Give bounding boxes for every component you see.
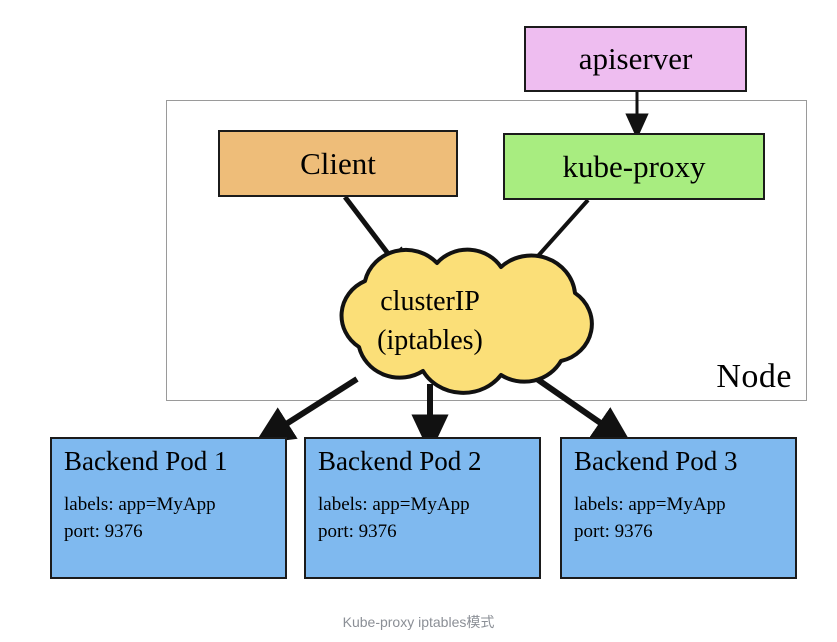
backend-pod-1-port: port: 9376 <box>64 520 143 542</box>
backend-pod-2-port: port: 9376 <box>318 520 397 542</box>
node-container-label: Node <box>716 358 792 395</box>
clusterip-cloud-icon <box>339 247 594 395</box>
kube-proxy-box[interactable]: kube-proxy <box>503 133 765 200</box>
backend-pod-2-title: Backend Pod 2 <box>318 446 482 476</box>
client-box[interactable]: Client <box>218 130 458 197</box>
apiserver-label: apiserver <box>578 41 693 76</box>
backend-pod-2[interactable]: Backend Pod 2 labels: app=MyApp port: 93… <box>304 437 541 579</box>
backend-pod-3-labels: labels: app=MyApp <box>574 493 726 515</box>
backend-pod-1-labels: labels: app=MyApp <box>64 493 216 515</box>
backend-pod-3-port: port: 9376 <box>574 520 653 542</box>
backend-pod-1[interactable]: Backend Pod 1 labels: app=MyApp port: 93… <box>50 437 287 579</box>
backend-pod-1-title: Backend Pod 1 <box>64 446 228 476</box>
apiserver-box[interactable]: apiserver <box>524 26 747 92</box>
edge-clusterip-to-pod-1 <box>254 376 359 445</box>
backend-pod-3[interactable]: Backend Pod 3 labels: app=MyApp port: 93… <box>560 437 797 579</box>
client-label: Client <box>300 145 376 181</box>
diagram-caption: Kube-proxy iptables模式 <box>342 614 495 630</box>
kube-proxy-label: kube-proxy <box>562 148 706 184</box>
edge-clusterip-to-pod-3 <box>535 376 633 445</box>
backend-pod-2-labels: labels: app=MyApp <box>318 493 470 515</box>
backend-pod-3-title: Backend Pod 3 <box>574 446 738 476</box>
